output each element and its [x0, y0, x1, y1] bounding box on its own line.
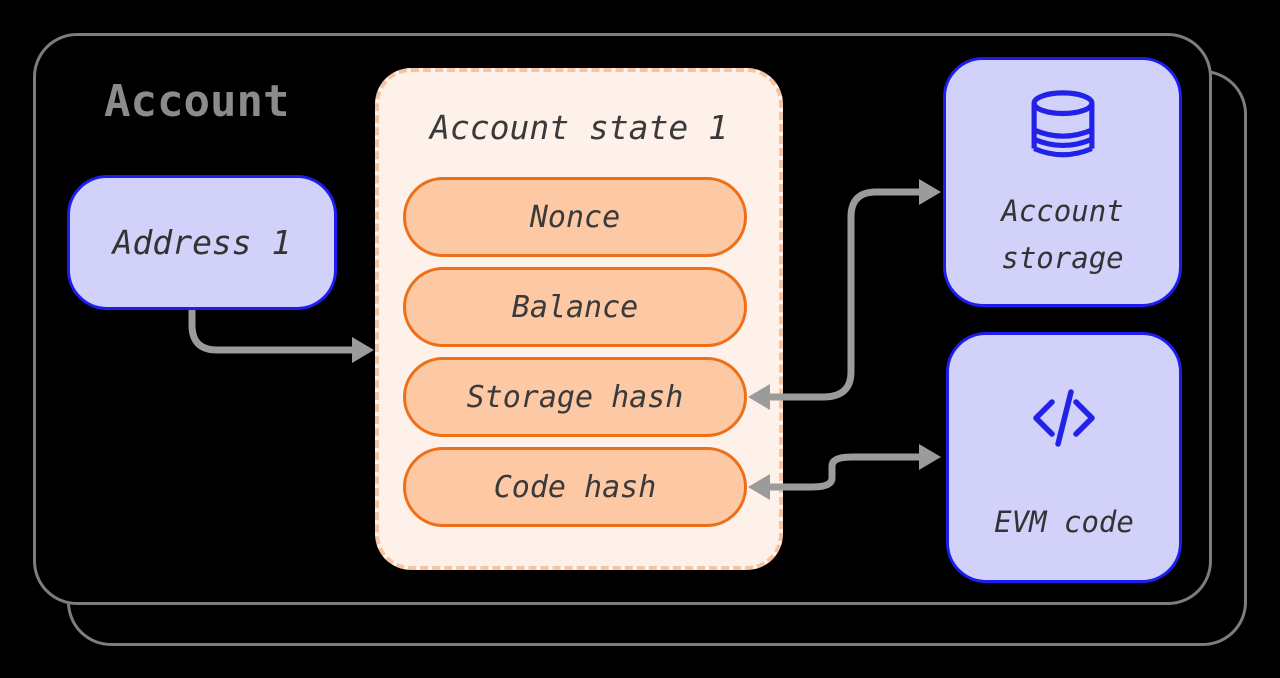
- account-storage-label: Account storage: [1001, 188, 1123, 282]
- state-field-code-hash: Code hash: [403, 447, 747, 527]
- account-state-box: Account state 1 Nonce Balance Storage ha…: [375, 68, 783, 570]
- state-field-label: Nonce: [529, 199, 621, 235]
- state-field-nonce: Nonce: [403, 177, 747, 257]
- state-field-storage-hash: Storage hash: [403, 357, 747, 437]
- state-field-balance: Balance: [403, 267, 747, 347]
- state-field-label: Code hash: [493, 469, 657, 505]
- address-box: Address 1: [67, 175, 337, 310]
- evm-code-label: EVM code: [994, 505, 1134, 539]
- account-state-title: Account state 1: [429, 108, 728, 147]
- state-field-label: Balance: [511, 289, 639, 325]
- state-field-label: Storage hash: [466, 379, 684, 415]
- evm-code-box: EVM code: [946, 332, 1182, 583]
- account-storage-label-line2: storage: [1001, 241, 1124, 275]
- arrow-address-to-state: [188, 310, 374, 363]
- database-icon: [1030, 90, 1096, 174]
- state-field-list: Nonce Balance Storage hash Code hash: [403, 177, 747, 527]
- address-label: Address 1: [112, 223, 292, 262]
- account-storage-label-line1: Account: [1001, 194, 1124, 228]
- code-icon: [1031, 387, 1097, 453]
- page-title: Account: [104, 76, 290, 127]
- account-storage-box: Account storage: [943, 57, 1182, 307]
